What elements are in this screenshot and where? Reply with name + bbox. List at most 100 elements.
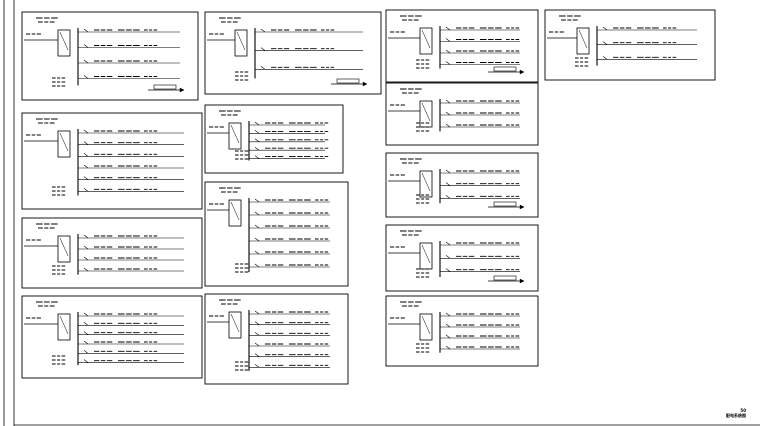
main-breaker-symbol [419,27,433,55]
breaker-contact-line [421,29,431,49]
distribution-panel-box [21,11,199,101]
circuit-breaker-mark [83,59,89,64]
circuit-breaker-mark [83,188,89,192]
distribution-panel-box [385,152,539,218]
circuit-breaker-mark [254,121,260,126]
feeder-tag-box [153,84,177,90]
circuit-breaker-mark [445,334,451,339]
main-breaker-symbol [228,311,242,339]
circuit-breaker-mark [602,26,608,31]
circuit-breaker-mark [602,56,608,60]
circuit-breaker-mark [83,340,89,345]
feeder-arrow-head [519,69,525,75]
circuit-breaker-mark [83,75,89,79]
feeder-tag-box [493,275,517,281]
circuit-breaker-mark [254,353,260,357]
distribution-panel-box [544,9,716,81]
main-breaker-symbol [57,130,71,158]
circuit-breaker-mark [83,256,89,261]
breaker-contact-line [59,132,69,152]
main-breaker-symbol [228,122,242,150]
main-breaker-symbol [234,29,248,57]
circuit-breaker-mark [445,49,451,54]
circuit-breaker-mark [445,123,451,128]
main-breaker-symbol [228,199,242,227]
circuit-breaker-mark [83,176,89,180]
circuit-breaker-mark [445,26,451,31]
circuit-breaker-mark [83,28,89,33]
circuit-breaker-mark [260,66,266,70]
circuit-breaker-mark [445,169,451,174]
main-breaker-symbol [57,29,71,57]
breaker-contact-line [230,124,240,144]
circuit-breaker-mark [83,312,89,317]
feeder-tag-box [336,78,360,84]
title-block: 50 配电系统图 [726,408,746,418]
distribution-panel-box [385,295,539,367]
circuit-breaker-mark [445,195,451,199]
main-breaker-symbol [576,27,590,55]
main-breaker-symbol [57,313,71,341]
circuit-breaker-mark [445,345,451,350]
distribution-panel-box [204,181,349,287]
circuit-breaker-mark [445,111,451,116]
breaker-contact-line [230,313,240,333]
circuit-breaker-mark [445,323,451,328]
distribution-panel-box [21,112,203,210]
circuit-breaker-mark [254,332,260,336]
sheet-title: 配电系统图 [726,413,746,418]
circuit-breaker-mark [254,321,260,325]
breaker-contact-line [230,201,240,221]
circuit-breaker-mark [83,322,89,326]
circuit-breaker-mark [254,342,260,347]
distribution-panel-box [204,293,349,385]
feeder-tag-box [493,201,517,207]
circuit-breaker-mark [445,312,451,317]
sheet-number: 50 [740,408,746,413]
circuit-breaker-mark [254,310,260,315]
breaker-contact-line [578,29,588,49]
breaker-contact-line [421,172,431,192]
circuit-breaker-mark [445,255,451,259]
main-breaker-symbol [57,235,71,263]
circuit-breaker-mark [254,146,260,151]
feeder-arrow-head [362,81,368,87]
breaker-contact-line [421,102,431,122]
circuit-breaker-mark [602,41,608,45]
circuit-breaker-mark [260,47,266,51]
distribution-panel-box [385,9,539,83]
main-breaker-symbol [419,313,433,341]
circuit-breaker-mark [260,28,266,33]
circuit-breaker-mark [445,61,451,65]
circuit-breaker-mark [83,267,89,272]
circuit-breaker-mark [254,263,260,268]
circuit-breaker-mark [83,234,89,239]
circuit-breaker-mark [254,250,260,255]
circuit-breaker-mark [83,164,89,169]
distribution-panel-box [21,217,203,289]
circuit-breaker-mark [83,141,89,145]
circuit-breaker-mark [254,155,260,159]
circuit-breaker-mark [254,224,260,229]
circuit-breaker-mark [83,129,89,134]
distribution-panel-box [21,295,203,379]
circuit-breaker-mark [83,359,89,363]
breaker-contact-line [236,31,246,51]
circuit-breaker-mark [445,268,451,272]
circuit-breaker-mark [254,237,260,242]
circuit-breaker-mark [445,38,451,42]
distribution-panel-box [385,82,539,146]
circuit-breaker-mark [445,182,451,186]
circuit-breaker-mark [83,153,89,157]
breaker-contact-line [59,237,69,257]
main-breaker-symbol [419,170,433,198]
feeder-arrow-head [519,204,525,210]
breaker-contact-line [59,315,69,335]
feeder-arrow-head [179,87,185,93]
circuit-breaker-mark [254,211,260,216]
circuit-breaker-mark [83,44,89,48]
breaker-contact-line [59,31,69,51]
circuit-breaker-mark [254,198,260,203]
feeder-arrow-head [519,278,525,284]
